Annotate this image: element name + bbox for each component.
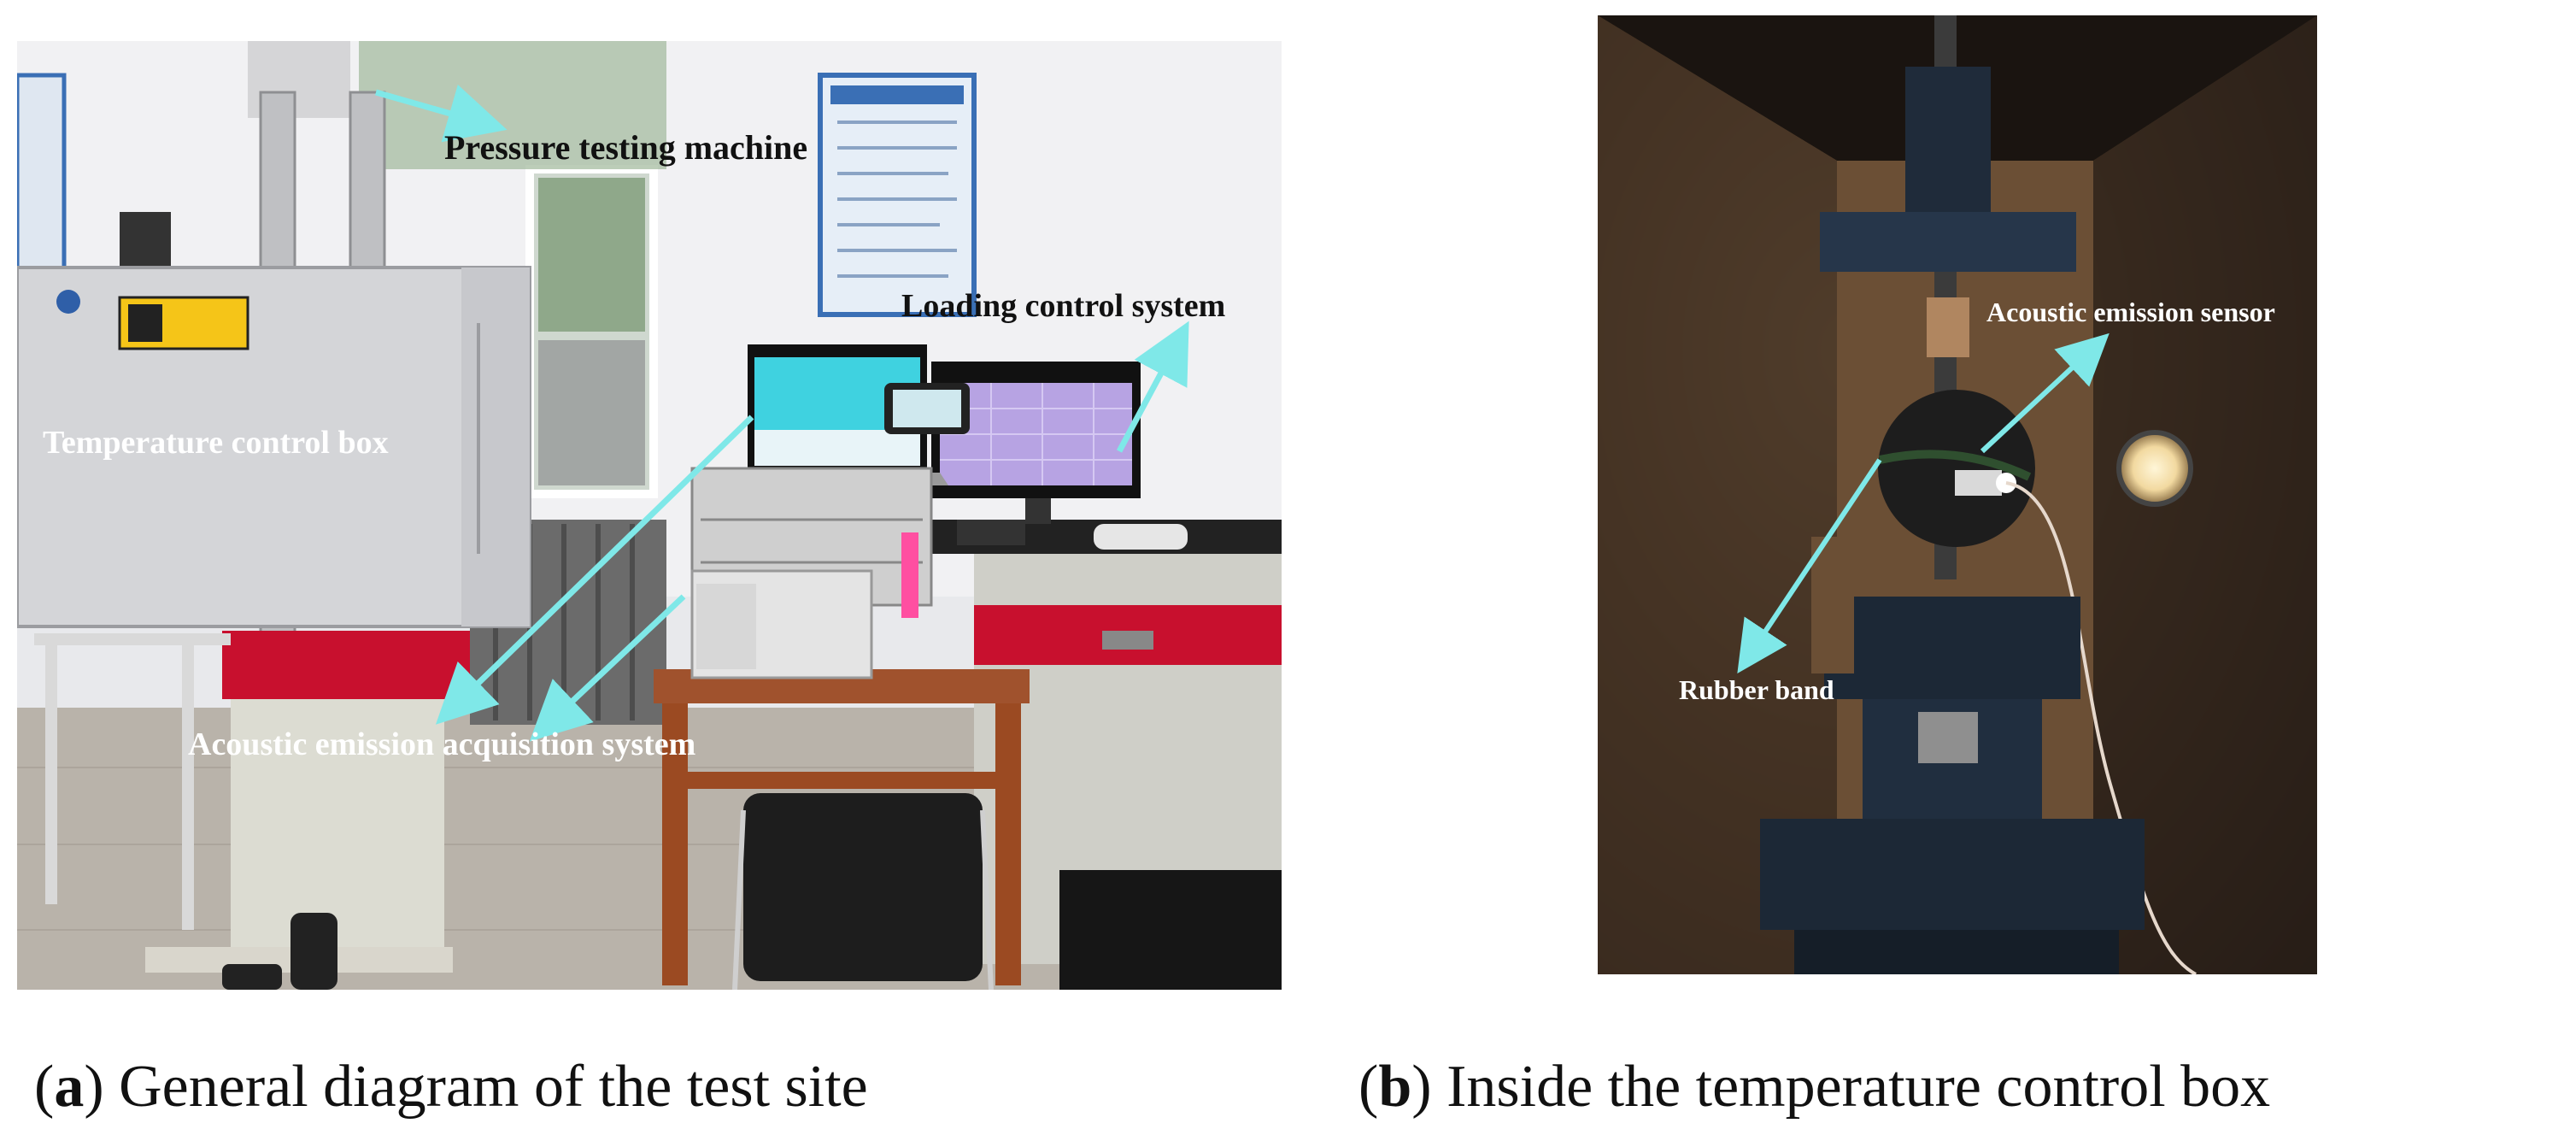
caption-b-letter: b xyxy=(1378,1054,1412,1120)
label-rubber-band: Rubber band xyxy=(1679,674,1834,705)
arrow-acquisition-laptop xyxy=(435,415,754,725)
caption-b-text: Inside the temperature control box xyxy=(1446,1054,2271,1120)
caption-a-letter: a xyxy=(54,1054,85,1120)
label-temperature-control-box: Temperature control box xyxy=(43,425,389,461)
caption-a: (a) General diagram of the test site xyxy=(34,1054,868,1120)
photo-test-site: Pressure testing machine Loading control… xyxy=(17,41,1282,990)
arrow-loading-control-system xyxy=(1116,321,1189,453)
label-acoustic-emission-sensor: Acoustic emission sensor xyxy=(1986,297,2275,327)
arrow-rubber-band xyxy=(1737,458,1882,673)
arrow-acoustic-emission-sensor xyxy=(1980,332,2110,454)
photo-inside-control-box: Acoustic emission sensor Rubber band xyxy=(1598,15,2317,974)
caption-b: (b) Inside the temperature control box xyxy=(1358,1054,2271,1120)
label-acoustic-emission-acquisition-system: Acoustic emission acquisition system xyxy=(188,726,695,762)
arrow-pressure-testing-machine xyxy=(375,84,508,143)
label-loading-control-system: Loading control system xyxy=(901,288,1225,324)
arrow-acquisition-instrument xyxy=(529,594,686,742)
caption-a-text: General diagram of the test site xyxy=(119,1054,868,1120)
label-pressure-testing-machine: Pressure testing machine xyxy=(444,128,807,167)
